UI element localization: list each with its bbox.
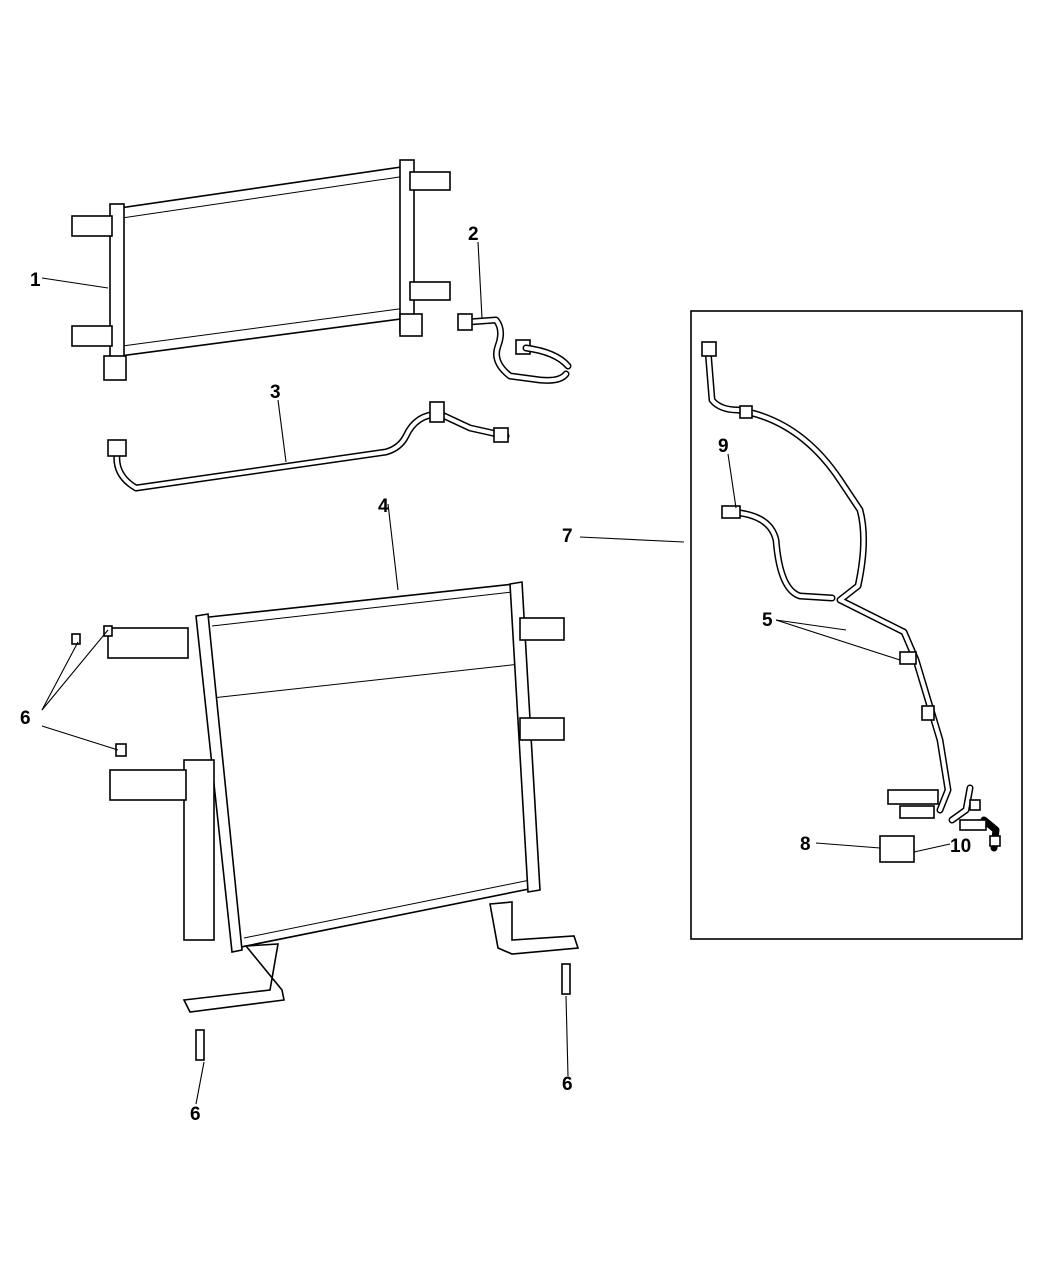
- ac-lines-part-7: [701, 341, 1001, 863]
- callout-7: 7: [562, 526, 573, 547]
- cooler-line-part-3: [107, 401, 510, 492]
- callout-1: 1: [30, 270, 41, 291]
- callout-9: 9: [718, 436, 729, 457]
- block-part-8: [879, 835, 915, 863]
- callout-2: 2: [468, 224, 479, 245]
- oil-cooler-part-1: [71, 159, 451, 381]
- callout-6-bottom-right: 6: [562, 1074, 573, 1095]
- callout-4: 4: [378, 496, 389, 517]
- leader-lines: [41, 241, 951, 1105]
- cooler-line-part-2: [457, 313, 572, 384]
- callout-6-bottom-left: 6: [190, 1104, 201, 1125]
- callout-5: 5: [762, 610, 773, 631]
- callout-8: 8: [800, 834, 811, 855]
- bolts-part-6: [71, 625, 571, 1061]
- callout-3: 3: [270, 382, 281, 403]
- callout-6-left: 6: [20, 708, 31, 729]
- condenser-part-4: [107, 581, 580, 1013]
- callout-10: 10: [950, 836, 971, 857]
